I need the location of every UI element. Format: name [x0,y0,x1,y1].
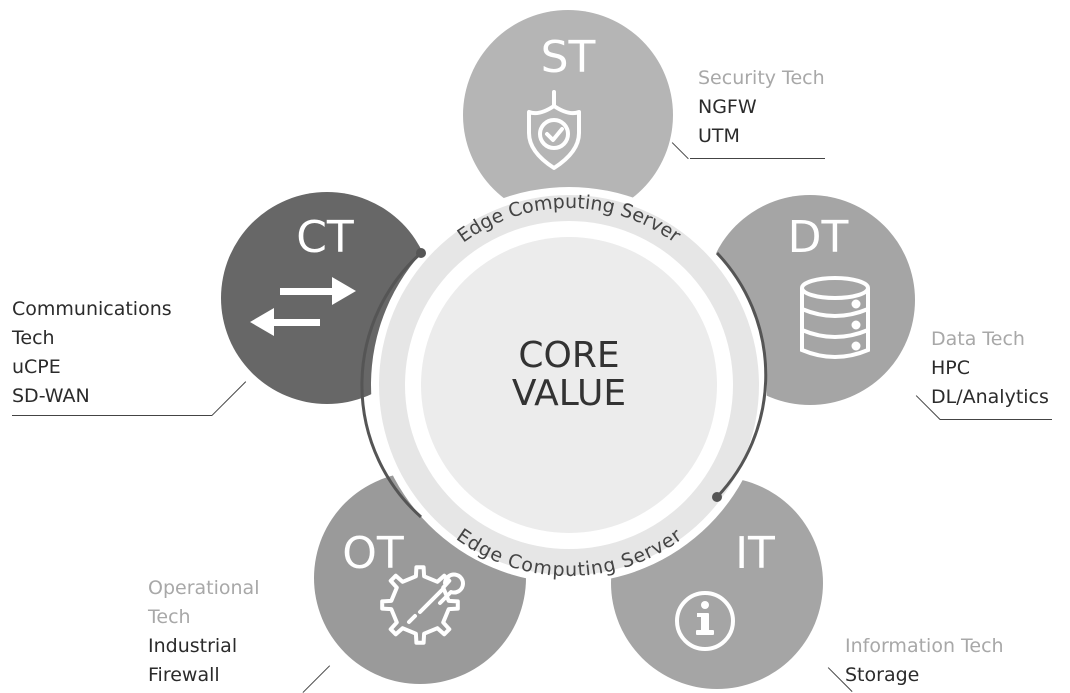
label-st-item-1: NGFW [698,96,757,118]
info-icon [675,591,735,651]
gear-wrench-icon [380,565,465,645]
rule-st [690,158,825,160]
label-ot-item-2: Firewall [148,664,220,686]
label-ot: Operational Tech Industrial Firewall [148,574,298,690]
it-abbr: IT [735,528,775,579]
arrows-exchange-icon [250,277,356,336]
rule-ct [12,415,212,417]
ot-abbr: OT [342,528,404,579]
label-dt-item-2: DL/Analytics [931,386,1049,408]
label-st: Security Tech NGFW UTM [698,64,825,151]
label-ot-item-1: Industrial [148,635,238,657]
core-circle [421,237,717,533]
core-label-line2: VALUE [512,373,626,414]
label-st-title: Security Tech [698,67,825,89]
st-abbr: ST [541,32,596,83]
dt-abbr: DT [788,212,849,263]
label-dt-item-1: HPC [931,357,971,379]
label-ct-item-2: SD-WAN [12,385,90,407]
ring-arc-right [715,251,768,499]
rule-dt [940,419,1052,421]
label-ct-title: Communications Tech [12,298,172,349]
label-ct-item-1: uCPE [12,356,61,378]
database-icon [800,276,870,359]
label-st-item-2: UTM [698,125,740,147]
label-dt-title: Data Tech [931,328,1025,350]
core-label-line1: CORE [518,335,619,376]
st-circle [463,10,673,220]
label-dt: Data Tech HPC DL/Analytics [931,325,1049,412]
shield-check-icon [527,90,581,170]
ring-arc-left [360,251,423,519]
label-ot-title: Operational Tech [148,577,260,628]
label-ct: Communications Tech uCPE SD-WAN [12,295,212,411]
label-it: Information Tech Storage [845,632,1004,690]
ct-abbr: CT [296,212,354,263]
label-it-item-1: Storage [845,664,920,686]
label-it-title: Information Tech [845,635,1004,657]
